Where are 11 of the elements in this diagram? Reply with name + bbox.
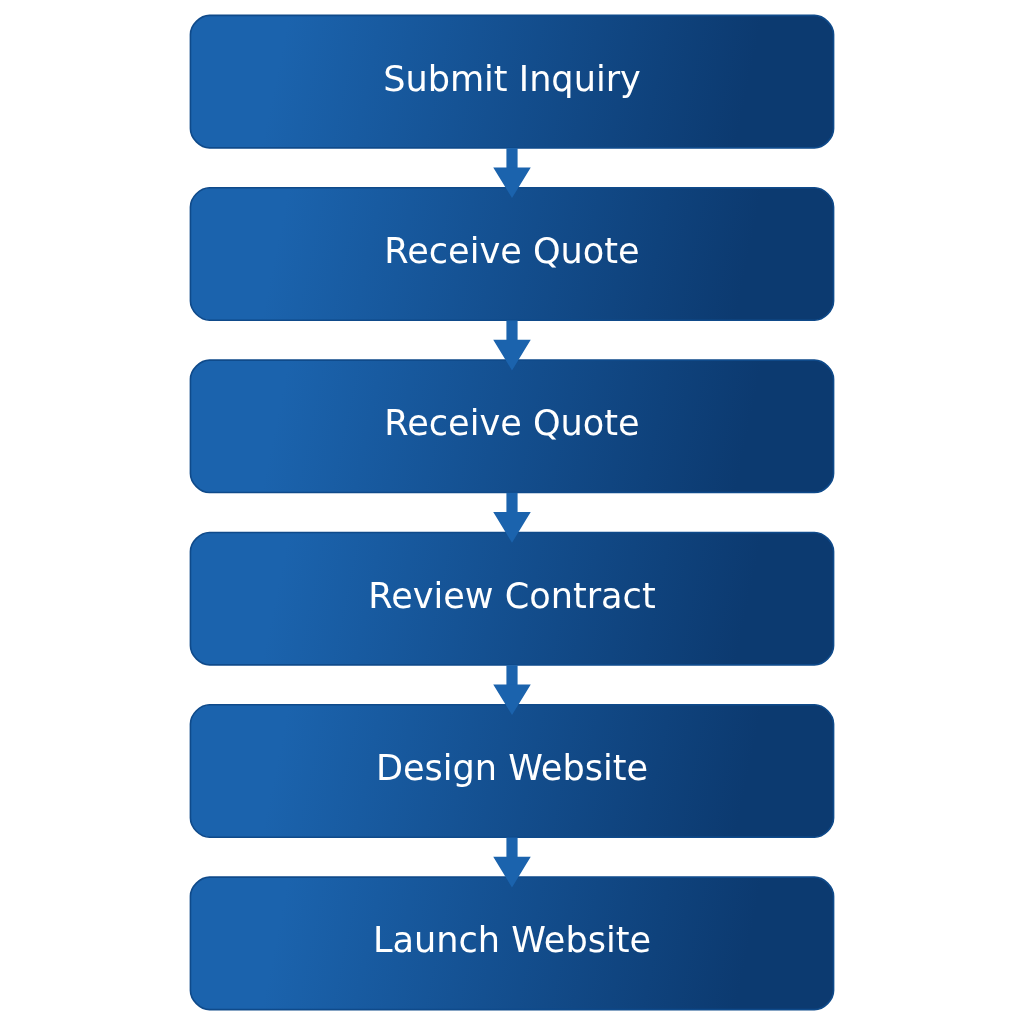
node-box: Review Contract xyxy=(189,531,835,666)
arrow xyxy=(493,664,531,715)
node-box: Receive Quote xyxy=(189,358,835,493)
node-box: Receive Quote xyxy=(189,186,835,321)
arrow xyxy=(493,492,531,543)
arrow xyxy=(493,320,531,370)
node-box: Design Website xyxy=(189,703,835,838)
arrow xyxy=(493,837,531,887)
node-box: Launch Website xyxy=(189,875,835,1010)
arrow xyxy=(493,147,531,198)
node-box: Submit Inquiry xyxy=(189,14,835,149)
